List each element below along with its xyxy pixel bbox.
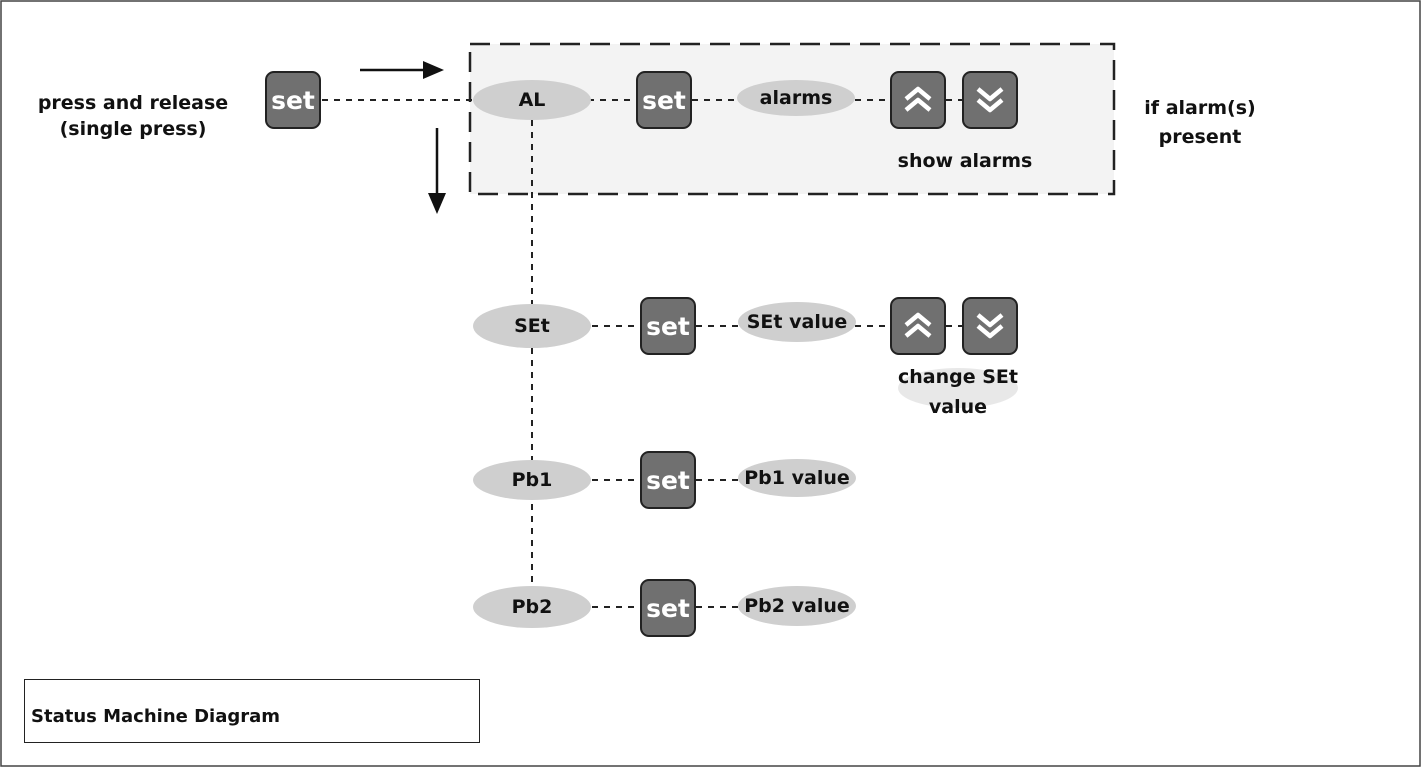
set-key-pb2: set: [640, 579, 696, 637]
value-pb2: Pb2 value: [738, 586, 856, 626]
up-key-set: [890, 297, 946, 355]
state-set: SEt: [473, 304, 591, 348]
alarm-condition-line1: if alarm(s): [1144, 97, 1256, 119]
intro-label-line1: press and release: [37, 92, 229, 114]
value-pb1: Pb1 value: [738, 459, 856, 497]
set-key-pb1: set: [640, 451, 696, 509]
state-al: AL: [473, 80, 591, 120]
note-change-set-line2: value: [928, 396, 988, 418]
alarm-condition-label: if alarm(s) present: [1130, 94, 1270, 152]
double-chevron-up-icon: [904, 312, 932, 338]
dashed-connectors: [322, 99, 962, 608]
caption-box: Status Machine Diagram: [24, 679, 480, 743]
alarm-condition-line2: present: [1158, 126, 1242, 148]
state-pb2: Pb2: [473, 586, 591, 628]
down-arrow: [428, 128, 446, 214]
down-key-al: [962, 71, 1018, 129]
intro-label: press and release (single press): [28, 90, 238, 142]
note-change-set-line1: change SEt: [898, 366, 1018, 388]
set-key-set: set: [640, 297, 696, 355]
value-alarms: alarms: [737, 80, 855, 116]
intro-label-line2: (single press): [59, 118, 207, 140]
note-change-set-bubble: [898, 368, 1018, 408]
double-chevron-up-icon: [904, 86, 932, 112]
set-key-al: set: [636, 71, 692, 129]
double-chevron-down-icon: [976, 313, 1004, 339]
double-chevron-down-icon: [976, 87, 1004, 113]
up-key-al: [890, 71, 946, 129]
right-arrow: [360, 61, 444, 79]
state-pb1: Pb1: [473, 460, 591, 500]
down-key-set: [962, 297, 1018, 355]
set-key-start: set: [265, 71, 321, 129]
diagram-caption: Status Machine Diagram: [31, 706, 281, 727]
note-change-set: change SEt value: [878, 362, 1038, 422]
note-show-alarms: show alarms: [897, 150, 1033, 172]
value-set: SEt value: [738, 302, 856, 342]
